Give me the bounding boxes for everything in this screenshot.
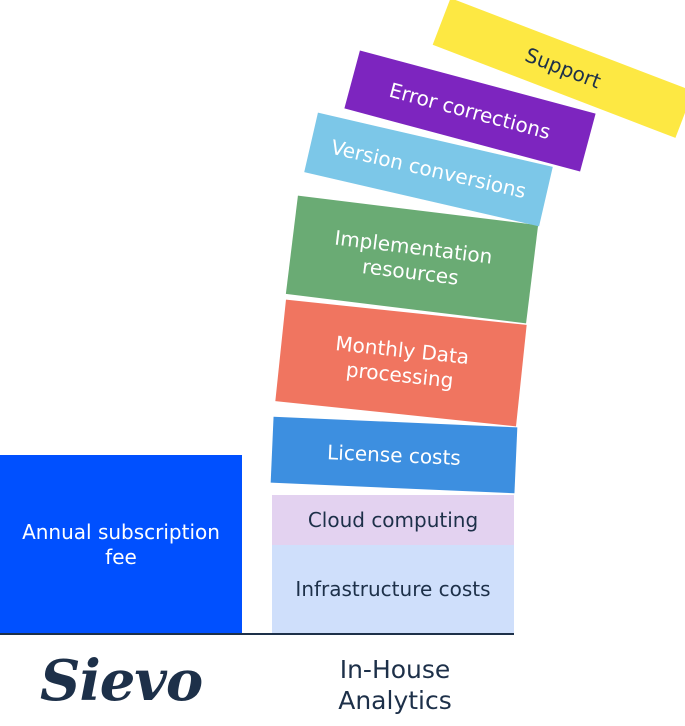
infrastructure-costs-label: Infrastructure costs [295,577,491,601]
license-costs-block: License costs [270,416,518,494]
monthly-data-processing-label: Monthly Data processing [334,331,471,393]
baseline-divider [0,633,514,635]
sievo-subscription-label: Annual subscription fee [22,519,220,569]
sievo-subscription-block: Annual subscription fee [0,455,242,634]
cloud-computing-label: Cloud computing [307,507,479,532]
implementation-resources-label: Implementation resources [333,225,494,290]
cloud-computing-block: Cloud computing [272,495,514,545]
infrastructure-costs-block: Infrastructure costs [272,545,514,634]
in-house-analytics-label: In-House Analytics [338,655,452,715]
sievo-logo: Sievo [40,648,203,714]
license-costs-label: License costs [326,439,462,470]
support-label: Support [521,42,605,93]
